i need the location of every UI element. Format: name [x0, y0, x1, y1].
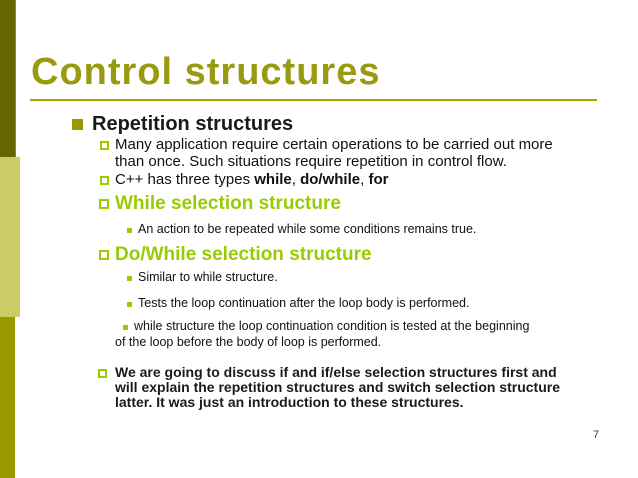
left-bar-top-segment — [0, 0, 16, 157]
cpp-types-prefix: C++ has three types — [115, 171, 255, 188]
bullet-filled-green-square-icon — [123, 325, 128, 330]
bullet-filled-green-square-icon — [127, 276, 132, 281]
left-bar-bottom-segment — [0, 317, 15, 478]
page-number: 7 — [593, 429, 600, 441]
heading-dowhile-selection: Do/While selection structure — [115, 244, 372, 265]
bullet-text-cpp-types: C++ has three types while, do/while, for — [115, 171, 388, 188]
separator: , — [291, 171, 301, 188]
bullet-filled-green-square-icon — [127, 228, 132, 233]
final-bullet-line: We are going to discuss if and if/else s… — [115, 364, 557, 380]
keyword-for: for — [368, 171, 389, 188]
sub-bullet-text: Tests the loop continuation after the lo… — [138, 296, 470, 310]
sub-bullet-text: Similar to while structure. — [138, 270, 278, 284]
slide-title: Control structures — [31, 51, 381, 93]
bullet-hollow-square-icon — [100, 141, 109, 150]
final-bullet-line: latter. It was just an introduction to t… — [115, 394, 464, 410]
sub-bullet-text: An action to be repeated while some cond… — [138, 222, 477, 236]
bullet-hollow-square-icon — [99, 250, 109, 260]
heading-repetition-structures: Repetition structures — [92, 113, 294, 135]
keyword-dowhile: do/while — [300, 171, 361, 188]
bullet-text-line: than once. Such situations require repet… — [115, 153, 507, 170]
bullet-hollow-square-icon — [98, 369, 107, 378]
title-underline — [30, 99, 597, 101]
final-bullet-line: will explain the repetition structures a… — [115, 379, 560, 395]
bullet-hollow-square-icon — [99, 199, 109, 209]
bullet-text-line: Many application require certain operati… — [115, 136, 553, 153]
heading-while-selection: While selection structure — [115, 193, 341, 214]
bullet-filled-green-square-icon — [127, 302, 132, 307]
bullet-filled-square-icon — [72, 119, 83, 130]
left-bar-middle-segment — [0, 157, 20, 317]
separator: , — [360, 171, 369, 188]
bullet-hollow-square-icon — [100, 176, 109, 185]
sub-bullet-text-wrap-rest: of the loop before the body of loop is p… — [115, 335, 382, 349]
sub-bullet-text-wrap-first: while structure the loop continuation co… — [134, 319, 530, 333]
keyword-while: while — [254, 171, 292, 188]
